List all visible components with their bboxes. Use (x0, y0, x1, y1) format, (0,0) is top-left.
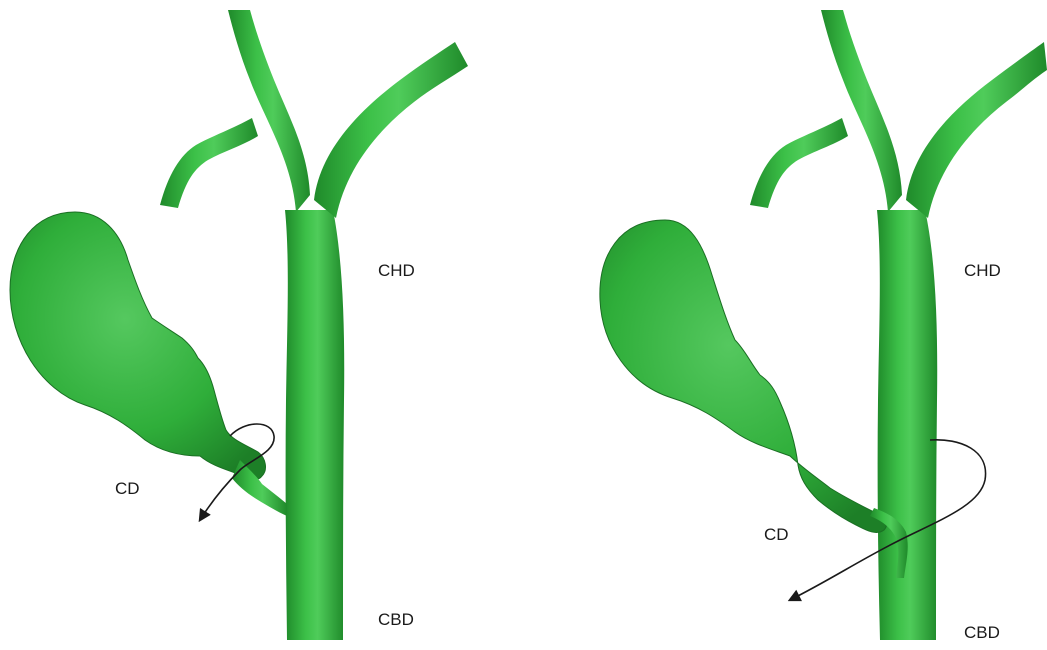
left-common-duct (285, 210, 344, 640)
left-gallbladder (10, 212, 265, 480)
left-right-hepatic-duct (228, 10, 310, 212)
left-side-branch (160, 118, 258, 208)
right-gallbladder (600, 220, 887, 533)
right-chd-label: CHD (964, 261, 1001, 280)
right-side-branch (750, 118, 848, 208)
right-cbd-label: CBD (964, 623, 1000, 642)
right-panel: CHD CBD CD (600, 10, 1047, 642)
right-common-duct (877, 210, 937, 640)
left-cd-label: CD (115, 479, 140, 498)
left-cbd-label: CBD (378, 610, 414, 629)
right-left-hepatic-duct (906, 42, 1047, 218)
right-right-hepatic-duct (821, 10, 902, 212)
right-cd-label: CD (764, 525, 789, 544)
left-left-hepatic-duct (314, 42, 468, 218)
left-panel: CHD CBD CD (10, 10, 468, 640)
left-chd-label: CHD (378, 261, 415, 280)
